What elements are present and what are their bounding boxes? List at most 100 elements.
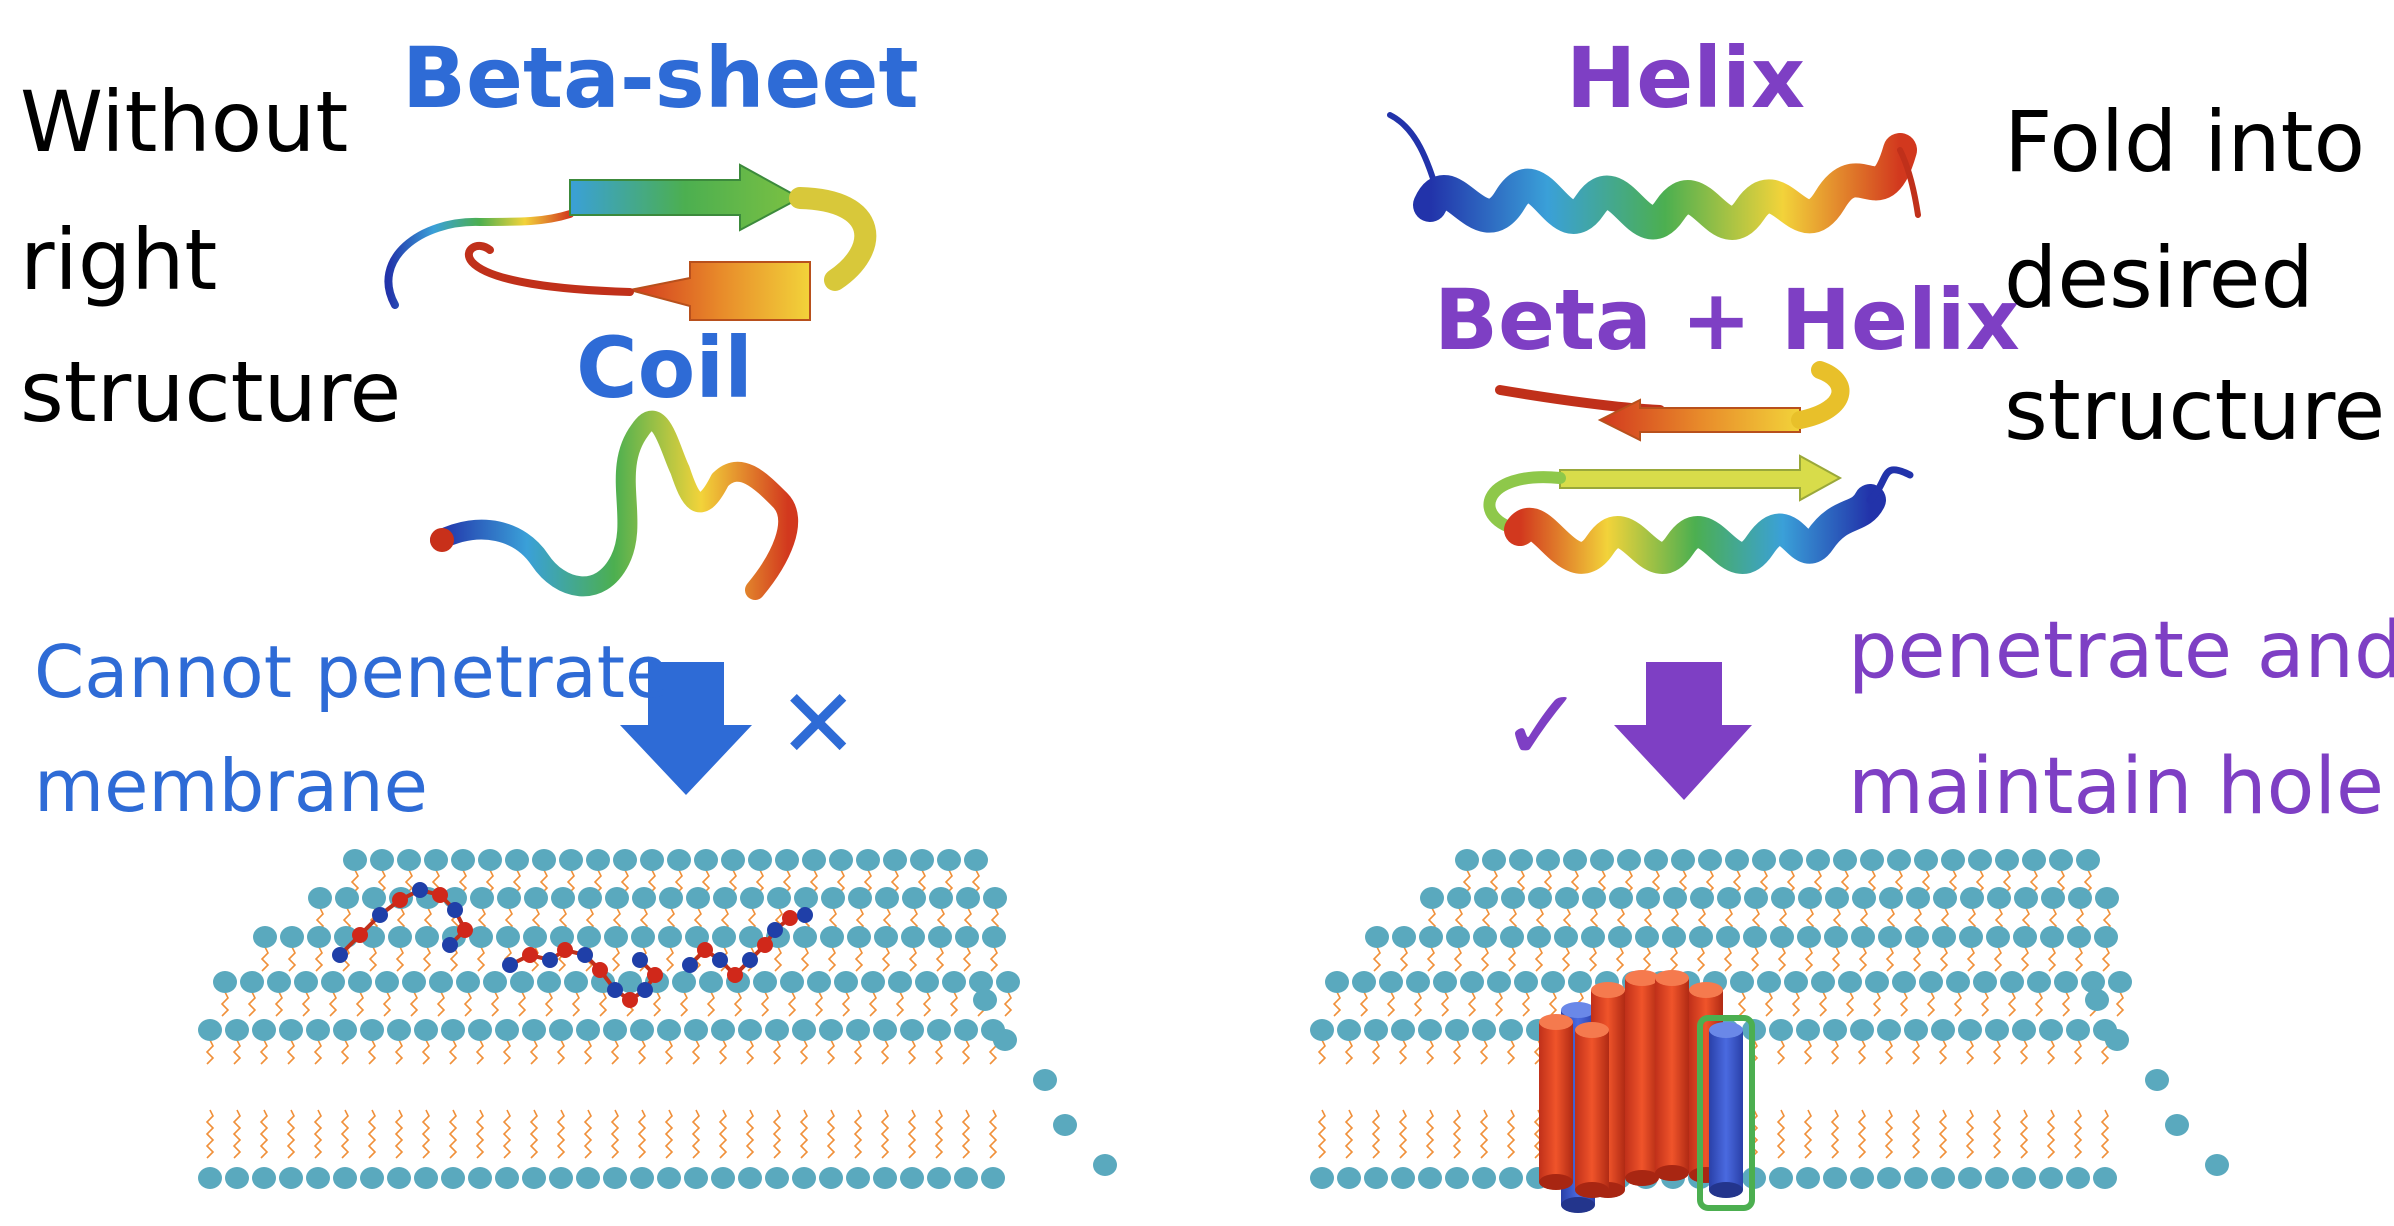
lipid-head xyxy=(834,971,858,993)
lipid-head xyxy=(1509,849,1533,871)
lipid-tail xyxy=(1777,946,1787,972)
lipid-head xyxy=(360,1019,384,1041)
lipid-tail xyxy=(409,991,419,1017)
lipid-head xyxy=(1033,1069,1057,1091)
lipid-tail xyxy=(421,1039,431,1065)
lipid-tail xyxy=(1813,869,1823,895)
lipid-tail xyxy=(890,869,900,895)
lipid-tail xyxy=(1939,946,1949,972)
lipid-tail xyxy=(490,991,500,1017)
lipid-tail xyxy=(1884,1039,1894,1065)
lipid-head xyxy=(928,926,952,948)
lipid-head xyxy=(1418,1019,1442,1041)
lipid-tail xyxy=(881,946,891,972)
lipid-head xyxy=(712,926,736,948)
amino-acid-bead xyxy=(742,952,758,968)
helix-cylinder-top xyxy=(1625,970,1659,986)
lipid-tail xyxy=(787,991,797,1017)
lipid-head xyxy=(397,849,421,871)
lipid-head xyxy=(576,1167,600,1189)
amino-acid-bead xyxy=(392,892,408,908)
lipid-head xyxy=(1811,971,1835,993)
lipid-tail xyxy=(836,869,846,895)
helix-cylinder xyxy=(1655,978,1689,1173)
lipid-head xyxy=(308,887,332,909)
lipid-head xyxy=(964,849,988,871)
lipid-head xyxy=(2041,887,2065,909)
lipid-tail xyxy=(2046,1109,2056,1159)
coil-structure xyxy=(430,410,799,600)
lipid-head xyxy=(1960,887,1984,909)
lipid-tail xyxy=(907,1109,917,1159)
lipid-head xyxy=(1690,887,1714,909)
lipid-tail xyxy=(502,1109,512,1159)
amino-acid-bead xyxy=(647,967,663,983)
lipid-head xyxy=(1499,1167,1523,1189)
lipid-head xyxy=(1798,887,1822,909)
lipid-tail xyxy=(2019,1039,2029,1065)
lipid-tail xyxy=(1480,946,1490,972)
lipid-head xyxy=(765,1019,789,1041)
lipid-tail xyxy=(637,1109,647,1159)
lipid-head xyxy=(213,971,237,993)
lipid-tail xyxy=(907,1039,917,1065)
lipid-head xyxy=(362,887,386,909)
lipid-tail xyxy=(1398,1109,1408,1159)
lipid-head xyxy=(846,1019,870,1041)
lipid-head xyxy=(1563,849,1587,871)
lipid-head xyxy=(306,1167,330,1189)
lipid-tail xyxy=(1440,991,1450,1017)
lipid-head xyxy=(927,1019,951,1041)
lipid-tail xyxy=(755,869,765,895)
lipid-tail xyxy=(2061,991,2071,1017)
lipid-tail xyxy=(394,1039,404,1065)
lipid-head xyxy=(1609,887,1633,909)
lipid-tail xyxy=(701,869,711,895)
lipid-tail xyxy=(1831,946,1841,972)
lipid-tail xyxy=(733,991,743,1017)
lipid-tail xyxy=(1344,1109,1354,1159)
lipid-head xyxy=(888,971,912,993)
lipid-tail xyxy=(664,1109,674,1159)
lipid-head xyxy=(901,926,925,948)
lipid-tail xyxy=(1857,1039,1867,1065)
lipid-head xyxy=(2165,1114,2189,1136)
lipid-head xyxy=(559,849,583,871)
lipid-head xyxy=(495,1167,519,1189)
lipid-head xyxy=(819,1019,843,1041)
lipid-tail xyxy=(1494,991,1504,1017)
left-caption-line1: Cannot penetrate xyxy=(34,630,670,714)
lipid-head xyxy=(875,887,899,909)
lipid-tail xyxy=(1479,1039,1489,1065)
lipid-tail xyxy=(1506,1109,1516,1159)
lipid-tail xyxy=(512,869,522,895)
lipid-head xyxy=(937,849,961,871)
lipid-head xyxy=(740,887,764,909)
lipid-head xyxy=(2076,849,2100,871)
lipid-tail xyxy=(868,991,878,1017)
lipid-tail xyxy=(260,946,270,972)
lipid-tail xyxy=(2047,946,2057,972)
lipid-head xyxy=(387,1019,411,1041)
lipid-head xyxy=(388,926,412,948)
lipid-tail xyxy=(772,1109,782,1159)
lipid-head xyxy=(1662,926,1686,948)
helix-cylinder-top xyxy=(1689,982,1723,998)
lipid-head xyxy=(1527,926,1551,948)
lipid-tail xyxy=(2046,1039,2056,1065)
highlight-box xyxy=(1697,1015,1755,1211)
lipid-head xyxy=(2066,1019,2090,1041)
lipid-head xyxy=(1824,926,1848,948)
helix-cylinder-bottom xyxy=(1625,1170,1659,1186)
lipid-head xyxy=(1590,849,1614,871)
lipid-tail xyxy=(773,946,783,972)
lipid-head xyxy=(902,887,926,909)
lipid-head xyxy=(441,1167,465,1189)
lipid-head xyxy=(1582,887,1606,909)
lipid-head xyxy=(415,926,439,948)
helix-structure xyxy=(1387,112,1921,240)
lipid-tail xyxy=(1750,946,1760,972)
lipid-head xyxy=(451,849,475,871)
lipid-tail xyxy=(1548,991,1558,1017)
lipid-tail xyxy=(1911,1039,1921,1065)
